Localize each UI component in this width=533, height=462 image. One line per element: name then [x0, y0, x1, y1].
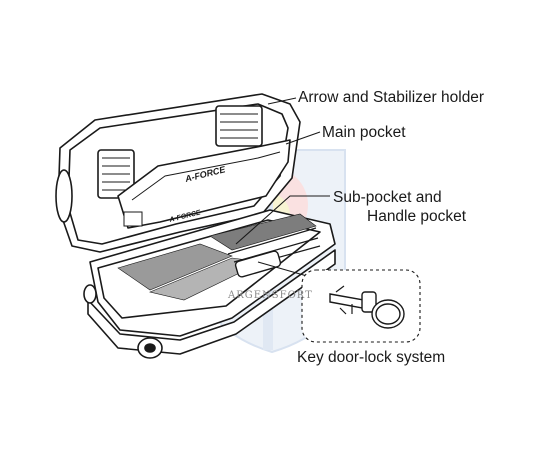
case-lid — [55, 93, 301, 253]
wheels — [83, 284, 163, 359]
main-pocket-label: Main pocket — [322, 124, 406, 141]
key-icon — [329, 285, 405, 329]
sub-pocket-label-line1: Sub-pocket and — [333, 189, 442, 206]
key-lock-label: Key door-lock system — [297, 349, 446, 366]
lid-emblem — [123, 211, 143, 227]
sub-pocket-label-line2: Handle pocket — [367, 208, 467, 225]
sub-pocket-label: Sub-pocket and Handle pocket — [333, 188, 483, 226]
arrow-stabilizer-holder-label: Arrow and Stabilizer holder — [298, 89, 485, 106]
interior-mesh — [117, 213, 321, 301]
handle-pocket — [234, 250, 282, 278]
watermark-text: ARGENSFORT — [228, 290, 313, 301]
